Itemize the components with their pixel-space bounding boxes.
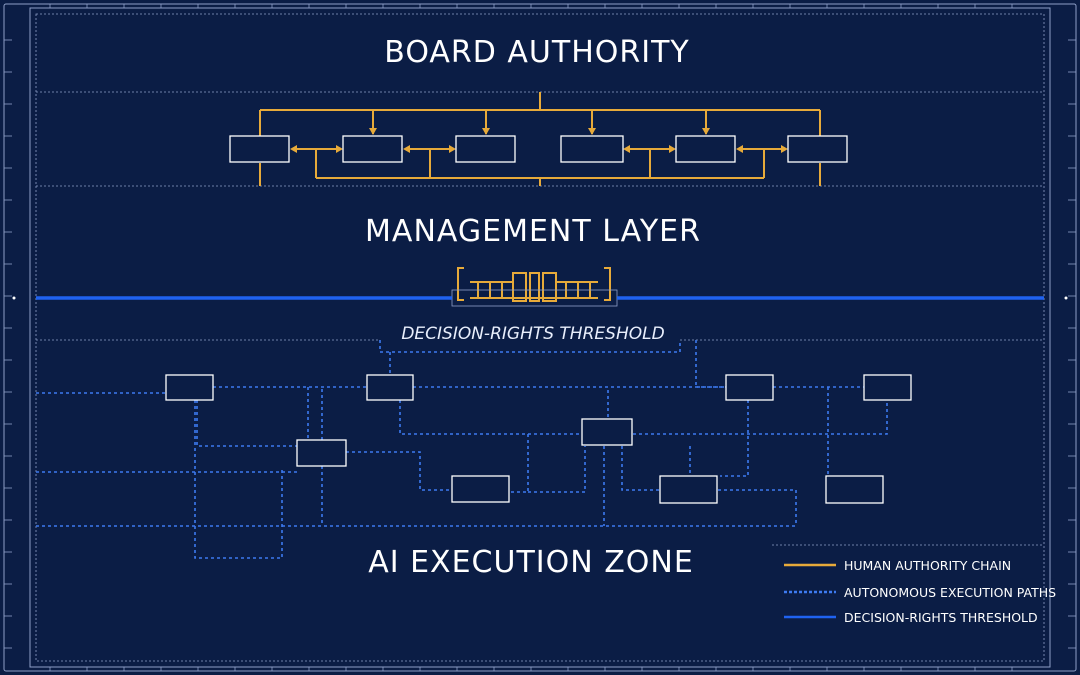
board-node-6 — [787, 135, 848, 163]
ai-node-6 — [581, 418, 633, 446]
board-node-4 — [560, 135, 624, 163]
ai-node-4 — [863, 374, 912, 401]
autonomous-execution-paths — [36, 339, 1044, 559]
frame-ruler-ticks — [4, 4, 1076, 671]
legend-item-threshold: DECISION-RIGHTS THRESHOLD — [784, 610, 1038, 625]
ai-node-5 — [296, 439, 347, 467]
ai-node-7 — [451, 475, 510, 503]
board-node-3 — [455, 135, 516, 163]
board-authority-title: BOARD AUTHORITY — [384, 35, 689, 70]
legend-autonomous-label: AUTONOMOUS EXECUTION PATHS — [844, 585, 1056, 600]
management-layer-title: MANAGEMENT LAYER — [365, 214, 701, 249]
outer-frame — [3, 3, 1077, 672]
ai-node-9 — [825, 475, 884, 504]
board-node-5 — [675, 135, 736, 163]
board-node-1 — [229, 135, 290, 163]
ai-node-1 — [165, 374, 214, 401]
decision-rights-threshold-line — [12, 296, 1068, 300]
legend-human-label: HUMAN AUTHORITY CHAIN — [844, 558, 1011, 573]
ai-execution-zone-title: AI EXECUTION ZONE — [368, 545, 694, 580]
board-nodes — [229, 135, 848, 163]
human-authority-chain — [259, 92, 821, 186]
legend-threshold-label: DECISION-RIGHTS THRESHOLD — [844, 610, 1038, 625]
threshold-gate — [451, 267, 618, 307]
ai-node-8 — [659, 475, 718, 504]
threshold-label: DECISION-RIGHTS THRESHOLD — [401, 324, 664, 344]
ai-node-2 — [366, 374, 414, 401]
board-node-2 — [342, 135, 403, 163]
legend-item-autonomous: AUTONOMOUS EXECUTION PATHS — [784, 585, 1056, 600]
legend: HUMAN AUTHORITY CHAIN AUTONOMOUS EXECUTI… — [772, 544, 1056, 625]
ai-node-3 — [725, 374, 774, 401]
legend-item-human: HUMAN AUTHORITY CHAIN — [784, 558, 1011, 573]
ai-zone-nodes — [165, 374, 912, 504]
